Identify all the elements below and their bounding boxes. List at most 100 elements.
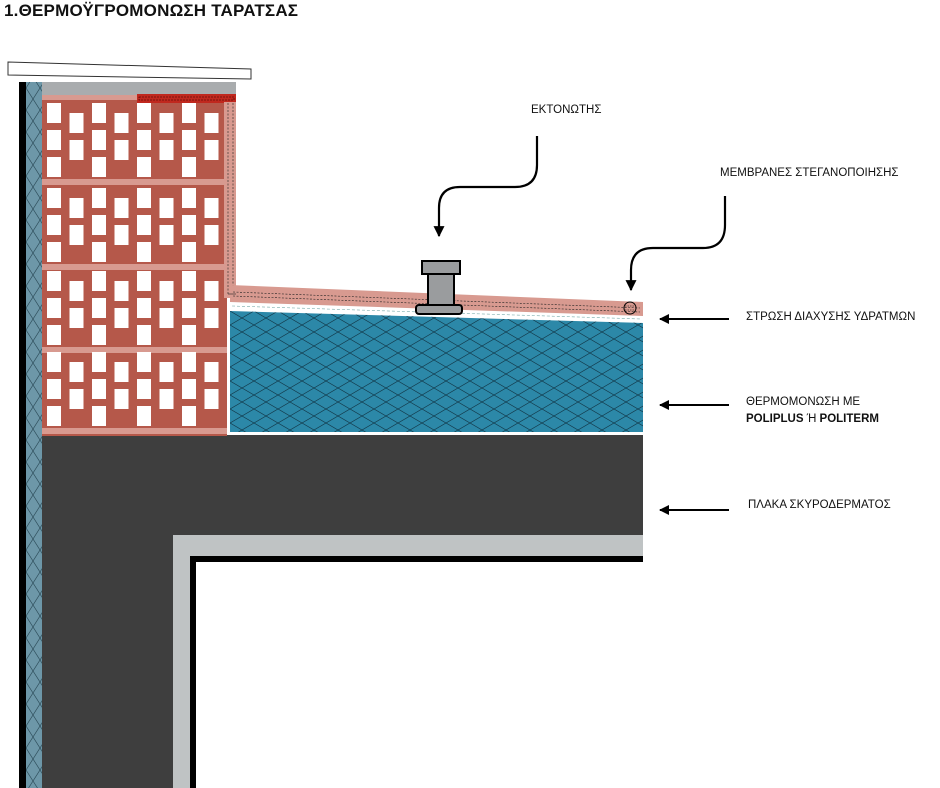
- brick-hole: [69, 198, 84, 218]
- membranes-leader-arrow: [625, 196, 727, 292]
- brick-hole: [182, 325, 196, 345]
- brick-hole: [92, 325, 106, 345]
- brick-hole: [137, 188, 151, 208]
- brick-hole: [69, 389, 84, 409]
- brick-hole: [182, 379, 196, 399]
- membranes-label: ΜΕΜΒΡΑΝΕΣ ΣΤΕΓΑΝΟΠΟΙΗΣΗΣ: [720, 167, 899, 179]
- brick-hole: [159, 140, 174, 160]
- brick-hole: [92, 379, 106, 399]
- brick-hole: [204, 281, 219, 301]
- brick-hole: [182, 130, 196, 150]
- brick-hole: [114, 308, 129, 328]
- brick-hole: [137, 406, 151, 426]
- brick-hole: [47, 325, 61, 345]
- brick-hole: [92, 271, 106, 291]
- brick-hole: [182, 157, 196, 177]
- brick-hole: [204, 113, 219, 133]
- brick-hole: [69, 281, 84, 301]
- brick-hole: [182, 215, 196, 235]
- brick-hole: [114, 362, 129, 382]
- brick-hole: [47, 379, 61, 399]
- brick-hole: [182, 352, 196, 372]
- brick-hole: [92, 406, 106, 426]
- brick-hole: [159, 389, 174, 409]
- brick-hole: [92, 103, 106, 123]
- concrete-slab: [41, 435, 643, 788]
- brick-hole: [182, 188, 196, 208]
- insulation-product-2: POLITERM: [819, 413, 879, 425]
- membrane-upturn: [224, 102, 236, 298]
- coping-sheet: [7, 61, 252, 80]
- insulation-or: Ή: [803, 413, 820, 425]
- brick-hole: [92, 352, 106, 372]
- brick-hole: [204, 140, 219, 160]
- vent-label: ΕΚΤΟΝΩΤΗΣ: [531, 104, 602, 116]
- brick-hole: [69, 362, 84, 382]
- brick-hole: [137, 352, 151, 372]
- brick-hole: [182, 298, 196, 318]
- brick-hole: [47, 406, 61, 426]
- brick-hole: [159, 225, 174, 245]
- membrane-marker: [623, 301, 637, 315]
- brick-hole: [159, 362, 174, 382]
- brick-hole: [137, 379, 151, 399]
- brick-hole: [92, 157, 106, 177]
- brick-hole: [47, 352, 61, 372]
- brick-hole: [69, 308, 84, 328]
- insulation-label-line1: ΘΕΡΜΟΜΟΝΩΣΗ ΜΕ: [746, 396, 861, 408]
- brick-hole: [204, 225, 219, 245]
- brick-hole: [159, 308, 174, 328]
- brick-hole: [137, 242, 151, 262]
- vent-icon: [415, 260, 463, 315]
- brick-hole: [47, 242, 61, 262]
- brick-hole: [159, 281, 174, 301]
- brick-hole: [137, 103, 151, 123]
- brick-hole: [182, 242, 196, 262]
- brick-hole: [92, 298, 106, 318]
- brick-hole: [47, 215, 61, 235]
- vapor-layer-label: ΣΤΡΩΣΗ ΔΙΑΧΥΣΗΣ ΥΔΡΑΤΜΩΝ: [746, 311, 916, 323]
- brick-hole: [182, 271, 196, 291]
- brick-hole: [92, 188, 106, 208]
- vent-leader-arrow: [433, 136, 539, 238]
- brick-hole: [182, 406, 196, 426]
- wall-render: [19, 82, 26, 788]
- brick-hole: [47, 130, 61, 150]
- brick-hole: [114, 113, 129, 133]
- parapet-cap: [42, 82, 236, 95]
- brick-hole: [114, 198, 129, 218]
- brick-hole: [47, 157, 61, 177]
- brick-hole: [114, 225, 129, 245]
- brick-hole: [69, 113, 84, 133]
- plaster-layer: [173, 535, 643, 788]
- membrane-top-strip: [137, 94, 236, 103]
- brick-hole: [182, 103, 196, 123]
- brick-hole: [92, 130, 106, 150]
- brick-hole: [137, 157, 151, 177]
- brick-hole: [114, 140, 129, 160]
- brick-hole: [204, 198, 219, 218]
- insulation-product-1: POLIPLUS: [746, 413, 804, 425]
- brick-hole: [159, 113, 174, 133]
- brick-hole: [47, 188, 61, 208]
- brick-hole: [137, 130, 151, 150]
- brick-hole: [47, 271, 61, 291]
- brick-hole: [137, 215, 151, 235]
- brick-hole: [69, 225, 84, 245]
- insulation-label-line2: POLIPLUS Ή POLITERM: [746, 413, 879, 425]
- brick-hole: [47, 103, 61, 123]
- brick-hole: [69, 140, 84, 160]
- brick-hole: [92, 242, 106, 262]
- brick-hole: [204, 308, 219, 328]
- brick-hole: [137, 325, 151, 345]
- interior-edge: [190, 556, 643, 788]
- brick-hole: [114, 389, 129, 409]
- page-title: 1.ΘΕΡΜΟΫΓΡΟΜΟΝΩΣΗ ΤΑΡΑΤΣΑΣ: [4, 1, 299, 20]
- brick-hole: [204, 362, 219, 382]
- brick-hole: [114, 281, 129, 301]
- brick-hole: [137, 271, 151, 291]
- brick-hole: [204, 389, 219, 409]
- brick-hole: [159, 198, 174, 218]
- parapet-brick-wall: [42, 95, 227, 436]
